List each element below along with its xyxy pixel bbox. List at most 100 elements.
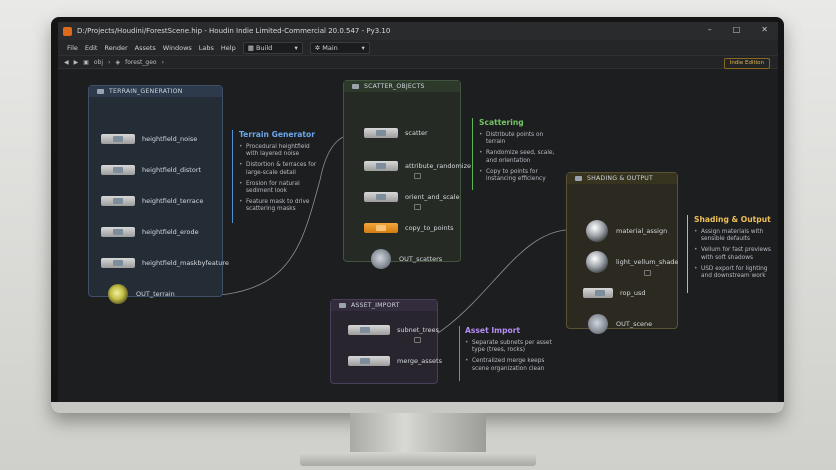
breadcrumb-separator-icon: › bbox=[161, 58, 164, 66]
output-null-icon bbox=[371, 249, 391, 269]
terrain-sticky-note[interactable]: Terrain Generator Procedural heightfield… bbox=[239, 130, 319, 218]
chevron-down-icon: ▾ bbox=[294, 43, 298, 52]
asset-note-accent bbox=[459, 326, 460, 381]
note-item: Assign materials with sensible defaults bbox=[694, 229, 774, 243]
breadcrumb-obj[interactable]: obj bbox=[93, 58, 104, 66]
minimize-button[interactable]: – bbox=[707, 25, 712, 34]
node-label: attribute_randomize bbox=[405, 162, 472, 170]
asset-sticky-note[interactable]: Asset Import Separate subnets per asset … bbox=[465, 326, 553, 377]
shading-note-title: Shading & Output bbox=[694, 215, 771, 224]
output-null-icon bbox=[588, 314, 608, 334]
node-orient-and-scale[interactable]: orient_and_scale bbox=[364, 192, 460, 202]
monitor-chin bbox=[51, 402, 784, 413]
node-heightfield-maskbyfeature[interactable]: heightfield_maskbyfeature bbox=[101, 258, 229, 268]
chevron-down-icon: ▾ bbox=[361, 43, 365, 52]
note-item: Vellum for fast previews with soft shado… bbox=[694, 247, 774, 261]
node-chip-icon bbox=[364, 128, 398, 138]
node-chip-icon bbox=[101, 227, 135, 237]
node-label: rop_usd bbox=[620, 289, 646, 297]
terrain-note-title: Terrain Generator bbox=[239, 130, 315, 139]
note-item: Feature mask to drive scattering masks bbox=[239, 199, 319, 213]
node-heightfield-terrace[interactable]: heightfield_terrace bbox=[101, 196, 203, 206]
node-copy-to-points[interactable]: copy_to_points bbox=[364, 223, 454, 233]
node-label: material_assign bbox=[616, 227, 668, 235]
node-label: OUT_terrain bbox=[136, 290, 175, 298]
menu-edit[interactable]: Edit bbox=[84, 43, 98, 52]
light-sphere-icon bbox=[586, 251, 608, 273]
node-heightfield-noise[interactable]: heightfield_noise bbox=[101, 134, 197, 144]
shading-note-accent bbox=[687, 215, 688, 293]
node-light-vellum-shade[interactable]: light_vellum_shade bbox=[586, 251, 678, 273]
menu-help[interactable]: Help bbox=[220, 43, 236, 52]
network-editor[interactable]: TERRAIN_GENERATION heightfield_noise hei… bbox=[58, 70, 778, 402]
node-chip-icon bbox=[348, 325, 390, 335]
edition-badge: Indie Edition bbox=[723, 58, 770, 69]
window-title: D:/Projects/Houdini/ForestScene.hip - Ho… bbox=[77, 27, 391, 35]
note-item: Copy to points for instancing efficiency bbox=[479, 169, 561, 183]
note-item: Distribute points on terrain bbox=[479, 132, 561, 146]
node-chip-icon bbox=[101, 165, 135, 175]
node-attribute-randomize[interactable]: attribute_randomize bbox=[364, 161, 471, 171]
node-label: heightfield_distort bbox=[142, 166, 202, 174]
node-chip-icon bbox=[364, 161, 398, 171]
menu-labs[interactable]: Labs bbox=[198, 43, 214, 52]
node-subnet-trees[interactable]: subnet_trees bbox=[348, 325, 439, 335]
menu-bar: File Edit Render Assets Windows Labs Hel… bbox=[58, 40, 778, 55]
node-out-terrain[interactable]: OUT_terrain bbox=[108, 284, 175, 304]
node-rop-usd[interactable]: rop_usd bbox=[583, 288, 646, 298]
gear-icon: ✲ bbox=[314, 43, 323, 52]
maximize-button[interactable]: □ bbox=[732, 25, 741, 34]
lock-icon bbox=[414, 204, 421, 210]
title-bar: D:/Projects/Houdini/ForestScene.hip - Ho… bbox=[58, 22, 778, 40]
node-label: heightfield_terrace bbox=[142, 197, 204, 205]
shading-network-box[interactable]: SHADING & OUTPUT bbox=[566, 172, 678, 329]
grid-icon: ▦ bbox=[247, 43, 256, 52]
scatter-note-title: Scattering bbox=[479, 118, 524, 127]
node-chip-icon bbox=[364, 192, 398, 202]
path-bar: ◀ ▶ ▣ obj › ◈ forest_geo › Indie Edition bbox=[58, 55, 778, 69]
node-chip-icon bbox=[364, 223, 398, 233]
asset-network-box[interactable]: ASSET_IMPORT bbox=[330, 299, 438, 384]
terrain-to-scatter-wire bbox=[143, 132, 366, 297]
node-out-scatters[interactable]: OUT_scatters bbox=[371, 249, 442, 269]
houdini-app-icon bbox=[63, 26, 72, 36]
back-arrow-icon[interactable]: ◀ bbox=[64, 58, 69, 66]
asset-box-title: ASSET_IMPORT bbox=[331, 300, 437, 311]
node-label: light_vellum_shade bbox=[616, 258, 679, 266]
node-label: copy_to_points bbox=[405, 224, 454, 232]
node-label: orient_and_scale bbox=[405, 193, 460, 201]
build-label: Build bbox=[255, 43, 273, 52]
menu-file[interactable]: File bbox=[67, 43, 78, 52]
build-desktop-dropdown[interactable]: ▦ Build ▾ bbox=[242, 41, 303, 54]
node-out-scene[interactable]: OUT_scene bbox=[588, 314, 652, 334]
note-item: Randomize seed, scale, and orientation bbox=[479, 150, 561, 164]
node-heightfield-distort[interactable]: heightfield_distort bbox=[101, 165, 201, 175]
scatter-sticky-note[interactable]: Scattering Distribute points on terrain … bbox=[479, 118, 561, 187]
main-shelf-dropdown[interactable]: ✲ Main ▾ bbox=[309, 41, 370, 54]
shading-sticky-note[interactable]: Shading & Output Assign materials with s… bbox=[694, 215, 774, 284]
scatter-note-accent bbox=[472, 118, 473, 190]
note-item: Centralized merge keeps scene organizati… bbox=[465, 358, 553, 372]
forward-arrow-icon[interactable]: ▶ bbox=[73, 58, 79, 66]
output-null-icon bbox=[108, 284, 128, 304]
node-label: heightfield_noise bbox=[142, 135, 198, 143]
geo-icon: ◈ bbox=[115, 58, 121, 66]
breadcrumb-separator-icon: › bbox=[108, 58, 111, 66]
menu-render[interactable]: Render bbox=[104, 43, 128, 52]
menu-windows[interactable]: Windows bbox=[162, 43, 192, 52]
scatter-network-box[interactable]: SCATTER_OBJECTS bbox=[343, 80, 461, 262]
node-label: subnet_trees bbox=[397, 326, 440, 334]
node-chip-icon bbox=[348, 356, 390, 366]
node-heightfield-erode[interactable]: heightfield_erode bbox=[101, 227, 199, 237]
node-merge-assets[interactable]: merge_assets bbox=[348, 356, 442, 366]
node-material-assign[interactable]: material_assign bbox=[586, 220, 667, 242]
close-button[interactable]: ✕ bbox=[761, 25, 768, 34]
node-label: OUT_scatters bbox=[399, 255, 443, 263]
node-scatter[interactable]: scatter bbox=[364, 128, 428, 138]
menu-assets[interactable]: Assets bbox=[134, 43, 156, 52]
node-label: OUT_scene bbox=[616, 320, 653, 328]
breadcrumb-forest-geo[interactable]: forest_geo bbox=[125, 58, 157, 66]
lock-icon bbox=[414, 337, 421, 343]
material-sphere-icon bbox=[586, 220, 608, 242]
node-chip-icon bbox=[101, 258, 135, 268]
